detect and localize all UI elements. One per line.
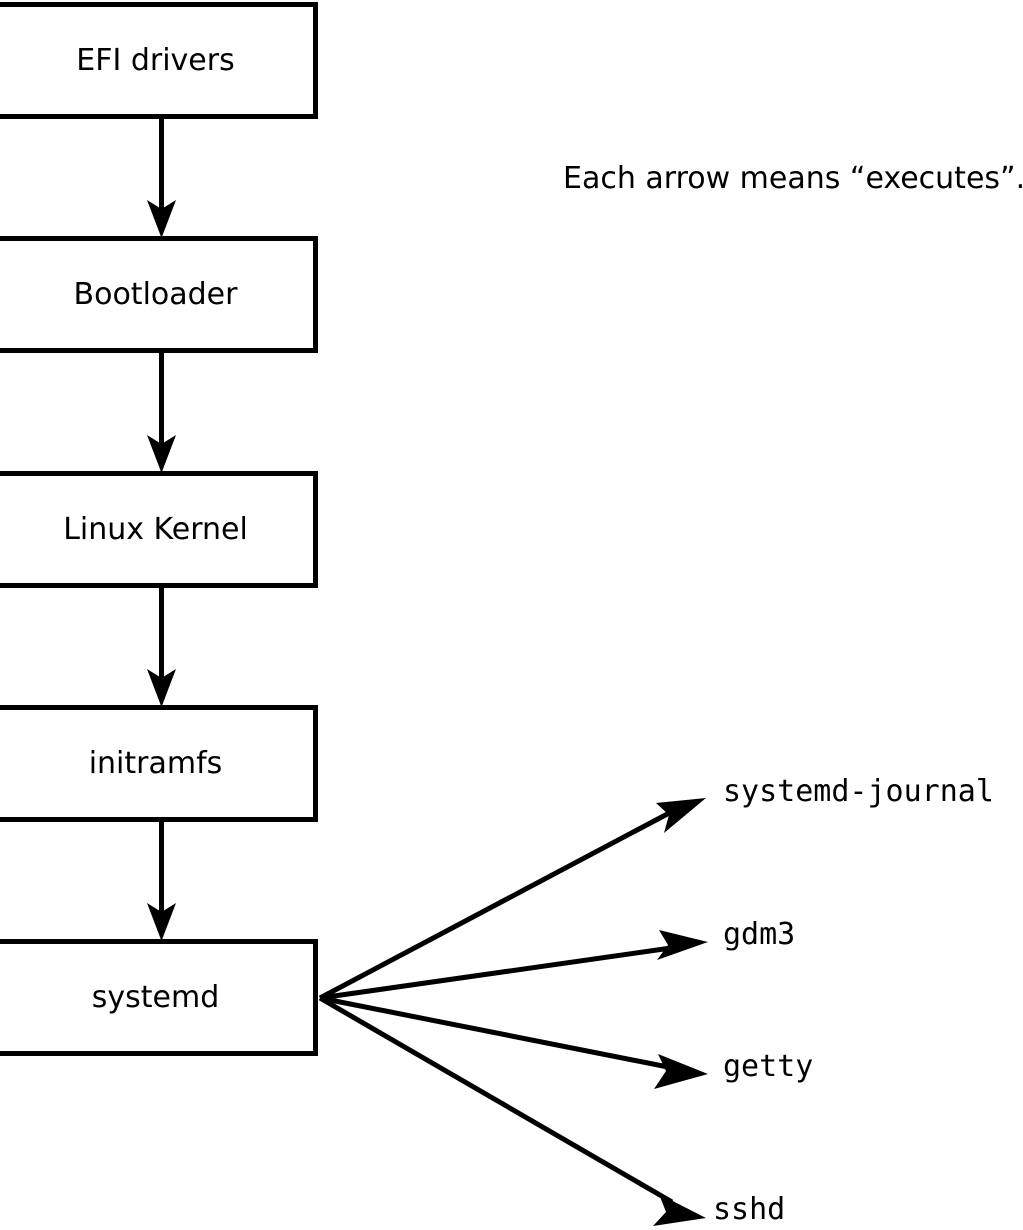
service-label-getty[interactable]: getty (723, 1049, 814, 1084)
stage-box-linux-kernel[interactable]: Linux Kernel (0, 471, 318, 588)
service-label-sshd[interactable]: sshd (713, 1192, 786, 1227)
service-label-gdm3[interactable]: gdm3 (723, 917, 796, 952)
diagram-caption: Each arrow means “executes”. (563, 161, 1023, 196)
chain-arrow-efi-to-bootloader (147, 119, 176, 238)
stage-box-efi-drivers[interactable]: EFI drivers (0, 2, 318, 119)
stage-label-efi-drivers: EFI drivers (76, 42, 235, 78)
stage-label-linux-kernel: Linux Kernel (63, 511, 248, 547)
chain-arrow-kernel-to-initramfs (147, 588, 176, 707)
chain-arrow-bootloader-to-kernel (147, 353, 176, 473)
fanout-arrow-getty (319, 995, 708, 1089)
fanout-arrow-gdm3 (319, 930, 708, 1001)
stage-label-systemd: systemd (91, 979, 220, 1015)
stage-label-bootloader: Bootloader (73, 276, 238, 312)
chain-arrow-initramfs-to-systemd (147, 822, 176, 941)
stage-label-initramfs: initramfs (88, 745, 223, 781)
fanout-arrow-systemd-journal (318, 798, 706, 1001)
service-label-systemd-journal[interactable]: systemd-journal (723, 774, 994, 809)
stage-box-initramfs[interactable]: initramfs (0, 705, 318, 822)
stage-box-systemd[interactable]: systemd (0, 939, 318, 1056)
fanout-arrow-sshd (318, 995, 706, 1226)
stage-box-bootloader[interactable]: Bootloader (0, 236, 318, 353)
